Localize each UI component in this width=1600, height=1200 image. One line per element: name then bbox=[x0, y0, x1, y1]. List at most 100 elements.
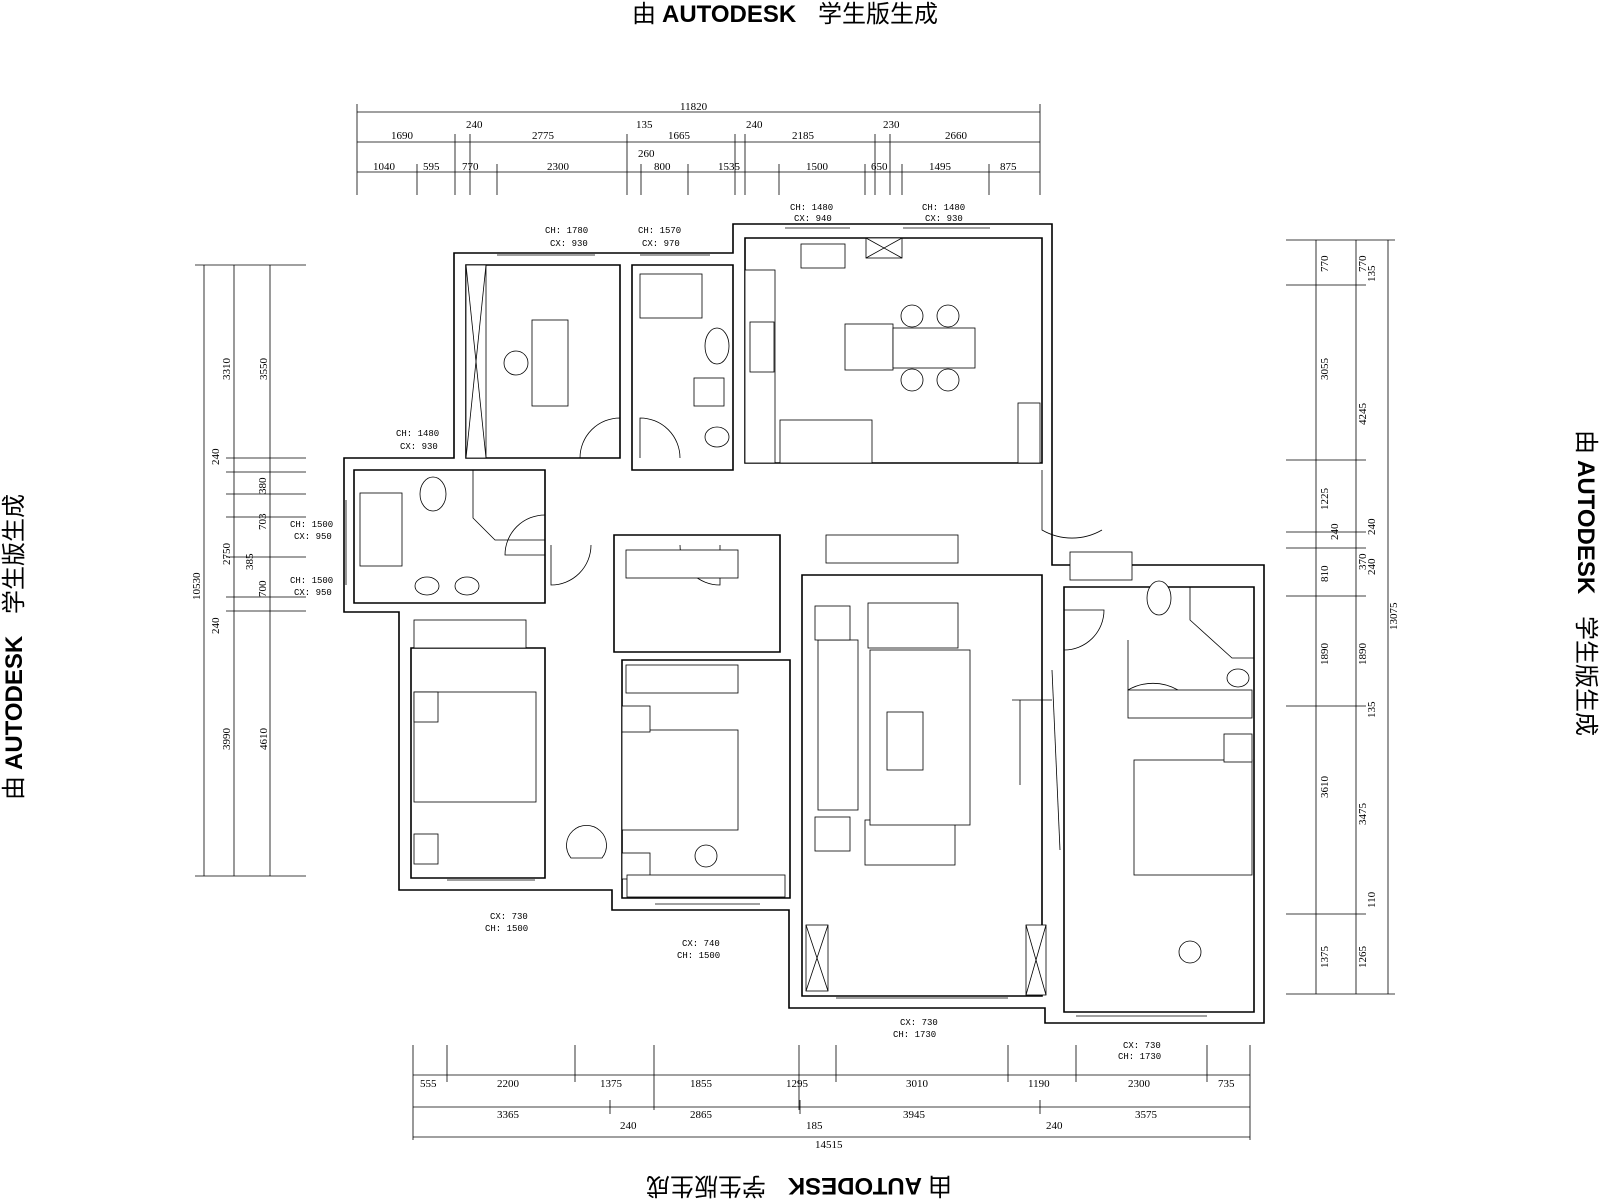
dim-top-r1-3: 135 bbox=[636, 119, 653, 131]
window-label-2-l2: CX: 940 bbox=[794, 214, 832, 224]
dim-right-c1-1: 3055 bbox=[1319, 358, 1331, 381]
watermark-bottom-prefix: 由 bbox=[928, 1172, 952, 1199]
watermark-left: 由 AUTODESK 学生版生成 bbox=[1, 494, 28, 800]
dim-top-r2-6: 1535 bbox=[718, 161, 741, 173]
living-room bbox=[814, 602, 971, 866]
window-label-6-l1: CH: 1500 bbox=[290, 576, 333, 586]
dim-top-r1-2: 2775 bbox=[532, 130, 555, 142]
dim-top-r1-5: 240 bbox=[746, 119, 763, 131]
dim-bot-r2-2: 2865 bbox=[690, 1109, 713, 1121]
dim-top-r2-9: 1495 bbox=[929, 161, 952, 173]
dim-top-r2-7: 1500 bbox=[806, 161, 829, 173]
dim-top-total: 11820 bbox=[680, 101, 708, 113]
left-dimension-labels: 3310 240 380 385 703 700 240 3990 3550 2… bbox=[191, 358, 270, 751]
window-label-5-l1: CH: 1500 bbox=[290, 520, 333, 530]
window-label-9-l1: CX: 730 bbox=[900, 1018, 938, 1028]
dim-right-c1-4: 810 bbox=[1319, 565, 1331, 582]
dim-bot-r1-1: 2200 bbox=[497, 1078, 520, 1090]
storage-units bbox=[413, 237, 1253, 996]
dim-bot-r1-2: 1375 bbox=[600, 1078, 623, 1090]
dim-bot-r2-6: 3575 bbox=[1135, 1109, 1158, 1121]
dim-right-c2-3: 240 bbox=[1366, 518, 1378, 535]
dim-top-r1-8: 2660 bbox=[945, 130, 968, 142]
dim-right-c2-9: 110 bbox=[1366, 891, 1378, 908]
window-label-8-l1: CX: 740 bbox=[682, 939, 720, 949]
watermark-right-brand: AUTODESK bbox=[1572, 460, 1599, 595]
watermark-bottom-suffix: 学生版生成 bbox=[646, 1172, 766, 1199]
watermark-left-suffix: 学生版生成 bbox=[1, 494, 28, 614]
dim-top-r1-1: 240 bbox=[466, 119, 483, 131]
window-label-4-l1: CH: 1480 bbox=[396, 429, 439, 439]
window-label-10-l1: CX: 730 bbox=[1123, 1041, 1161, 1051]
window-label-7-l2: CH: 1500 bbox=[485, 924, 528, 934]
dim-left-c1-6: 240 bbox=[210, 617, 222, 634]
dim-bot-r2-5: 240 bbox=[1046, 1120, 1063, 1132]
dim-top-r2-10: 875 bbox=[1000, 161, 1017, 173]
dim-left-total: 10530 bbox=[191, 572, 203, 600]
watermark-right: 由 AUTODESK 学生版生成 bbox=[1572, 430, 1599, 736]
dim-bot-r1-0: 555 bbox=[420, 1078, 437, 1090]
dim-bot-r1-6: 1190 bbox=[1028, 1078, 1050, 1090]
dim-right-c2-10: 1265 bbox=[1357, 946, 1369, 969]
window-label-7-l1: CX: 730 bbox=[490, 912, 528, 922]
window-label-2-l1: CH: 1480 bbox=[790, 203, 833, 213]
dim-top-r2-8: 650 bbox=[871, 161, 888, 173]
dim-right-c2-6: 1890 bbox=[1357, 643, 1369, 666]
dim-right-c2-7: 135 bbox=[1366, 701, 1378, 718]
dim-left-c2-2: 4610 bbox=[258, 728, 270, 751]
dim-right-c1-0: 770 bbox=[1319, 255, 1331, 272]
dim-bot-r1-5: 3010 bbox=[906, 1078, 929, 1090]
dim-top-r1-7: 230 bbox=[883, 119, 900, 131]
dim-top-r1-6: 2185 bbox=[792, 130, 815, 142]
dim-bot-total: 14515 bbox=[815, 1139, 843, 1151]
window-label-0-l2: CX: 930 bbox=[550, 239, 588, 249]
dim-right-c1-6: 3610 bbox=[1319, 776, 1331, 799]
dim-bot-r2-0: 3365 bbox=[497, 1109, 520, 1121]
dim-right-c1-5: 1890 bbox=[1319, 643, 1331, 666]
dim-top-r1-4: 1665 bbox=[668, 130, 691, 142]
dim-top-r2-4: 260 bbox=[638, 148, 655, 160]
dim-right-c1-3: 240 bbox=[1329, 523, 1341, 540]
dim-top-r2-3: 2300 bbox=[547, 161, 570, 173]
dim-bot-r1-8: 735 bbox=[1218, 1078, 1235, 1090]
dim-left-c1-7: 3990 bbox=[221, 728, 233, 751]
window-label-9-l2: CH: 1730 bbox=[893, 1030, 936, 1040]
dim-left-c1-2: 380 bbox=[257, 477, 269, 494]
watermark-left-prefix: 由 bbox=[1, 776, 28, 800]
watermark-right-suffix: 学生版生成 bbox=[1572, 616, 1599, 736]
dim-left-c1-1: 240 bbox=[210, 448, 222, 465]
dim-right-c2-1: 135 bbox=[1366, 265, 1378, 282]
dim-right-c1-2: 1225 bbox=[1319, 488, 1331, 511]
dim-right-c2-2: 4245 bbox=[1357, 403, 1369, 426]
watermark-left-brand: AUTODESK bbox=[1, 635, 28, 770]
window-label-10-l2: CH: 1730 bbox=[1118, 1052, 1161, 1062]
dim-top-r2-5: 800 bbox=[654, 161, 671, 173]
dim-right-total: 13075 bbox=[1388, 602, 1400, 630]
dim-left-c2-1: 2750 bbox=[221, 543, 233, 566]
dim-left-c2-0: 3550 bbox=[258, 358, 270, 381]
window-label-6-l2: CX: 950 bbox=[294, 588, 332, 598]
dim-left-c1-3: 385 bbox=[244, 553, 256, 570]
window-label-5-l2: CX: 950 bbox=[294, 532, 332, 542]
watermark-top-prefix: 由 bbox=[632, 1, 656, 28]
right-dimension-labels: 770 3055 1225 240 810 1890 3610 1375 770… bbox=[1319, 255, 1400, 968]
dim-top-r1-0: 1690 bbox=[391, 130, 414, 142]
bottom-dimension-lines bbox=[412, 1045, 1251, 1140]
right-dimension-lines bbox=[1286, 239, 1395, 995]
window-label-8-l2: CH: 1500 bbox=[677, 951, 720, 961]
dim-bot-r2-4: 3945 bbox=[903, 1109, 926, 1121]
dim-left-c1-5: 700 bbox=[257, 580, 269, 597]
window-label-4-l2: CX: 930 bbox=[400, 442, 438, 452]
dim-right-c2-5: 240 bbox=[1366, 558, 1378, 575]
dim-bot-r1-3: 1855 bbox=[690, 1078, 713, 1090]
dim-right-c1-7: 1375 bbox=[1319, 946, 1331, 969]
watermark-top-suffix: 学生版生成 bbox=[818, 1, 938, 28]
left-dimension-lines bbox=[195, 264, 306, 877]
dim-right-c2-8: 3475 bbox=[1357, 803, 1369, 826]
dim-right-c2-4: 370 bbox=[1357, 553, 1369, 570]
dim-bot-r2-1: 240 bbox=[620, 1120, 637, 1132]
dim-top-r2-0: 1040 bbox=[373, 161, 396, 173]
watermark-top: 由 AUTODESK 学生版生成 bbox=[632, 1, 938, 28]
dim-bot-r1-7: 2300 bbox=[1128, 1078, 1151, 1090]
